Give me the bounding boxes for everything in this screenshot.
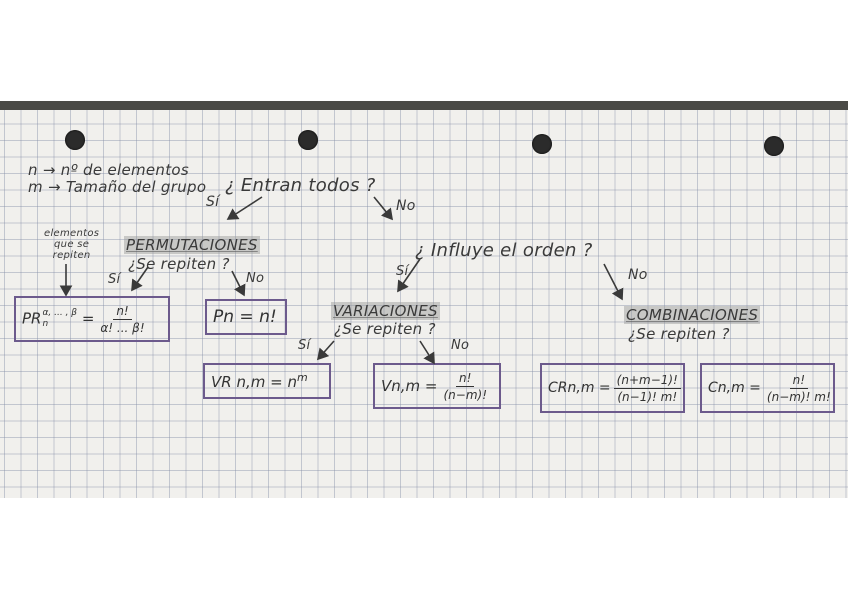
v-numerator: n!	[456, 371, 474, 387]
cr-lhs: CRn,m =	[548, 380, 611, 396]
pr-numerator: n!	[113, 304, 131, 320]
cr-numerator: (n+m−1)!	[614, 373, 681, 389]
answer-si-entran: Sí	[206, 194, 219, 210]
question-se-repiten-var: ¿Se repiten ?	[334, 320, 436, 338]
question-se-repiten-perm: ¿Se repiten ?	[128, 255, 230, 273]
c-numerator: n!	[790, 373, 808, 389]
formula-box-cr: CRn,m = (n+m−1)! (n−1)! m!	[540, 363, 685, 413]
permutaciones-label: PERMUTACIONES	[124, 236, 260, 254]
answer-no-orden: No	[628, 267, 648, 283]
pr-denominator: α! ... β!	[97, 320, 147, 335]
formula-box-v: Vn,m = n! (n−m)!	[373, 363, 501, 409]
arrow-perm-no	[232, 271, 244, 295]
grid-paper: n → nº de elementos m → Tamaño del grupo…	[0, 101, 848, 498]
arrow-var-si	[318, 341, 334, 359]
pr-symbol: PR	[22, 310, 41, 328]
question-influye-orden: ¿ Influye el orden ?	[415, 240, 593, 261]
question-se-repiten-comb: ¿Se repiten ?	[628, 325, 730, 343]
formula-box-c: Cn,m = n! (n−m)! m!	[700, 363, 835, 413]
punch-hole	[764, 136, 784, 156]
note-line: elementos	[44, 228, 99, 239]
punch-hole	[65, 130, 85, 150]
note-line: que se	[44, 239, 99, 250]
cr-denominator: (n−1)! m!	[614, 389, 680, 404]
formula-vr: VR n,m = nm	[211, 371, 308, 391]
v-lhs: Vn,m =	[381, 377, 437, 395]
legend-m: m → Tamaño del grupo	[28, 178, 206, 196]
answer-no-var: No	[451, 338, 469, 353]
c-lhs: Cn,m =	[708, 380, 761, 396]
v-denominator: (n−m)!	[440, 387, 490, 402]
paper-top-strip	[0, 101, 848, 110]
arrow-entran-si	[228, 197, 262, 219]
vr-lhs: VR n,m = n	[211, 373, 297, 391]
vr-exponent: m	[297, 371, 308, 384]
answer-no-entran: No	[396, 198, 416, 214]
arrow-orden-no	[604, 264, 622, 299]
question-entran-todos: ¿ Entran todos ?	[225, 175, 376, 196]
arrow-var-no	[420, 341, 434, 363]
answer-si-orden: Sí	[396, 264, 408, 279]
punch-hole	[298, 130, 318, 150]
formula-box-vr: VR n,m = nm	[203, 363, 331, 399]
punch-hole	[532, 134, 552, 154]
pr-superscript: α, ... , β	[42, 308, 77, 319]
repeated-elements-note: elementos que se repiten	[44, 228, 99, 261]
answer-si-perm: Sí	[108, 272, 120, 287]
legend-n: n → nº de elementos	[28, 161, 189, 179]
arrow-entran-no	[374, 197, 392, 219]
formula-c-fraction: n! (n−m)! m!	[764, 373, 834, 404]
pr-subscript: n	[42, 319, 77, 330]
note-line: repiten	[44, 250, 99, 261]
c-denominator: (n−m)! m!	[764, 389, 834, 404]
answer-no-perm: No	[246, 271, 264, 286]
answer-si-var: Sí	[298, 338, 310, 353]
combinaciones-label: COMBINACIONES	[624, 306, 760, 324]
category-combinaciones: COMBINACIONES	[624, 306, 760, 324]
variaciones-label: VARIACIONES	[331, 302, 440, 320]
formula-cr-fraction: (n+m−1)! (n−1)! m!	[614, 373, 681, 404]
formula-v-fraction: n! (n−m)!	[440, 371, 490, 402]
formula-pr-fraction: n! α! ... β!	[97, 304, 147, 335]
formula-pn: Pn = n!	[213, 307, 277, 327]
category-variaciones: VARIACIONES	[331, 302, 440, 320]
formula-box-pn: Pn = n!	[205, 299, 287, 335]
category-permutaciones: PERMUTACIONES	[124, 236, 260, 254]
